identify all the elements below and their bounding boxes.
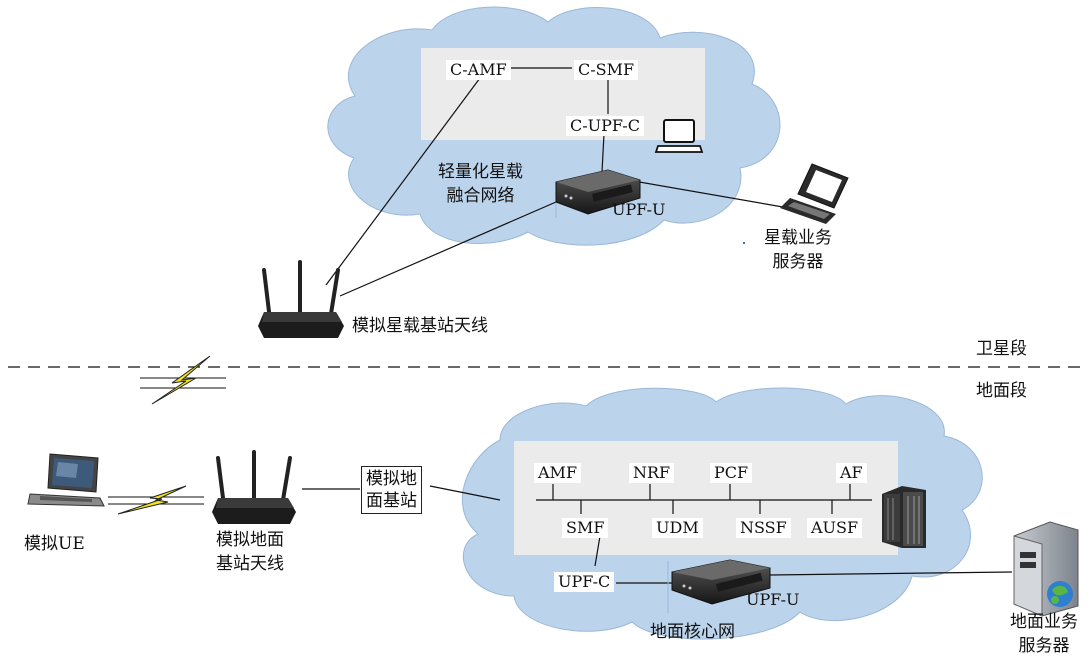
ground-links xyxy=(302,484,1013,584)
ausf-node: AUSF xyxy=(807,518,863,538)
laptop-icon xyxy=(27,453,105,507)
ground-core-label: 地面核心网 xyxy=(650,622,735,642)
ground-server-label-line2: 服务器 xyxy=(1018,636,1070,656)
nssf-node: NSSF xyxy=(736,518,791,538)
upf-c-node: UPF-C xyxy=(554,572,615,592)
af-node: AF xyxy=(836,463,867,483)
c-smf-node: C-SMF xyxy=(574,60,639,80)
satellite-network-label-line2: 融合网络 xyxy=(446,186,515,206)
satellite-segment-label: 卫星段 xyxy=(976,339,1027,359)
satellite-antenna-label: 模拟星载基站天线 xyxy=(352,316,488,336)
ground-upf-u-label: UPF-U xyxy=(746,590,800,609)
ground-antenna-label-line1: 模拟地面 xyxy=(216,530,284,550)
ground-segment-label: 地面段 xyxy=(976,381,1027,401)
ground-basestation-line2: 面基站 xyxy=(366,491,417,511)
c-upf-c-node: C-UPF-C xyxy=(566,116,644,136)
laptop-icon xyxy=(780,163,849,224)
satellite-network-label-line1: 轻量化星载 xyxy=(438,162,523,182)
ground-basestation-line1: 模拟地 xyxy=(366,469,417,489)
router-icon xyxy=(258,260,344,338)
ground-basestation-box: 模拟地 面基站 xyxy=(361,466,422,514)
satellite-cloud xyxy=(327,6,781,246)
nrf-node: NRF xyxy=(629,463,675,483)
amf-node: AMF xyxy=(534,463,582,483)
ground-antenna-label-line2: 基站天线 xyxy=(216,554,284,574)
switch-icon xyxy=(671,559,771,605)
ground-server-label: 地面业务 服务器 xyxy=(1010,610,1078,658)
satellite-server-label: 星载业务 服务器 xyxy=(764,226,832,274)
c-amf-node: C-AMF xyxy=(446,60,511,80)
rack-server-icon xyxy=(882,486,926,548)
laptop-icon xyxy=(654,119,704,153)
switch-icon xyxy=(555,169,641,215)
ground-antenna-label: 模拟地面 基站天线 xyxy=(216,528,284,576)
satellite-server-label-line2: 服务器 xyxy=(772,252,824,272)
pcf-node: PCF xyxy=(710,463,753,483)
satellite-server-label-line1: 星载业务 xyxy=(764,228,832,248)
lightning-icon xyxy=(108,485,204,515)
lightning-icon xyxy=(140,355,226,405)
satellite-links xyxy=(325,67,801,297)
ue-label: 模拟UE xyxy=(24,534,85,554)
router-icon xyxy=(212,450,296,524)
smf-node: SMF xyxy=(562,518,609,538)
udm-node: UDM xyxy=(652,518,703,538)
satellite-network-label: 轻量化星载 融合网络 xyxy=(438,160,523,208)
ground-server-label-line1: 地面业务 xyxy=(1010,612,1078,632)
tower-server-icon xyxy=(1013,521,1079,617)
satellite-upf-u-label: UPF-U xyxy=(612,200,666,219)
